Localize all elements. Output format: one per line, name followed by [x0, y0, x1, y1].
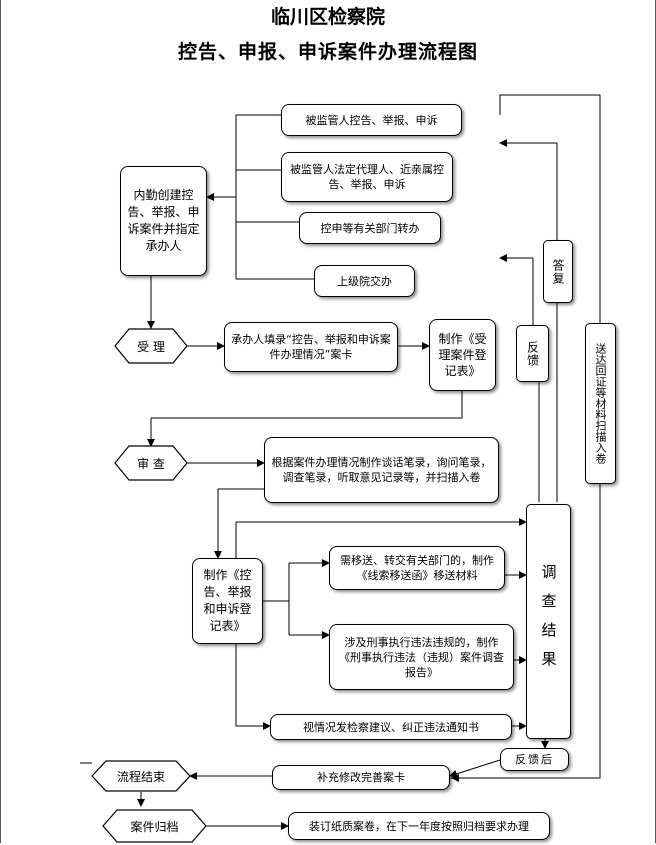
review-hexagon — [114, 445, 188, 481]
accept-label: 受 理 — [137, 339, 165, 354]
make-form-box: 制作《控告、举报和申诉登记表》 — [192, 558, 263, 644]
archive-label: 案件归档 — [130, 819, 179, 834]
supplement-box: 补充修改完善案卡 — [272, 765, 450, 790]
make-register-box: 制作《受理案件登记表》 — [429, 319, 496, 391]
prosecution-advice-box: 视情况发检察建议、纠正违法通知书 — [270, 714, 512, 740]
accept-hexagon — [114, 328, 188, 364]
investigation-result-box: 调查结果 — [526, 504, 571, 739]
complaint-supervised-box: 被监管人控告、举报、申诉 — [281, 104, 462, 136]
feedback-after-box: 反馈后 — [500, 748, 569, 771]
flow-end-label: 流程结束 — [116, 769, 165, 784]
records-to-form-line — [217, 488, 264, 557]
form-branch-line — [263, 563, 290, 635]
bind-archive-box: 装订纸质案卷，在下一年度按照归档要求办理 — [288, 812, 550, 840]
handler-fill-box: 承办人填录“控告、举报和申诉案件办理情况”案卡 — [224, 322, 398, 372]
org-title: 临川区检察院 — [270, 6, 385, 28]
violation-report-box: 涉及刑事执行违法违规的，制作《刑事执行违法（违规）案件调查报告》 — [329, 624, 514, 690]
form-to-advice-line — [235, 644, 269, 727]
internal-create-box: 内勤创建控告、举报、申诉案件并指定承办人 — [120, 166, 207, 276]
flowchart-title: 控告、申报、申诉案件办理流程图 — [177, 41, 478, 63]
feedback-box: 反馈 — [516, 325, 549, 382]
transfer-departments-box: 控申等有关部门转办 — [299, 212, 441, 244]
end-hexagon — [91, 760, 191, 792]
review-label: 审 查 — [137, 456, 165, 471]
reply-box: 答复 — [543, 240, 573, 303]
transfer-clue-box: 需移送、转交有关部门的，制作《线索移送函》移送材料 — [329, 546, 505, 590]
archive-hexagon — [102, 809, 207, 843]
feedback-after-to-supplement-arrow — [449, 759, 501, 778]
complaint-relatives-box: 被监管人法定代理人、近亲属控告、举报、申诉 — [281, 152, 453, 202]
feedback-column-line — [532, 258, 540, 502]
make-records-box: 根据案件办理情况制作谈话笔录，询问笔录，调查笔录，听取意见记录等，并扫描入卷 — [264, 437, 499, 503]
send-back-box: 送达回证等材料扫描入卷 — [585, 323, 616, 484]
superior-assign-box: 上级院交办 — [314, 265, 415, 297]
register-to-review-line — [151, 391, 463, 419]
